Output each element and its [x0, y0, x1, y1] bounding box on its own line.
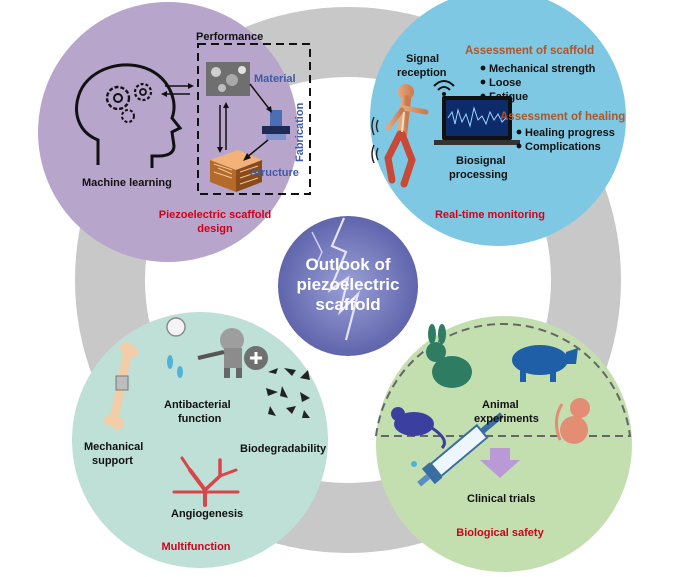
lightning-icon [327, 217, 361, 341]
biodegradability-label: Biodegradability [240, 443, 327, 455]
center-circle [278, 216, 418, 356]
fabrication-box [197, 43, 311, 195]
material-label: Material [254, 73, 296, 85]
petri-dish-icon [166, 317, 186, 337]
rabbit-icon [426, 324, 472, 388]
outer-ring [75, 7, 621, 553]
bacteria-icon [167, 355, 173, 369]
biosignal-line1: Biosignal [456, 155, 506, 167]
design-panel: Performance Material Structure Fabricati… [38, 2, 311, 262]
angiogenesis-label: Angiogenesis [171, 508, 243, 520]
fabrication-label: Fabrication [294, 102, 306, 162]
design-title-line2: design [197, 223, 233, 235]
gear-icon [133, 82, 153, 102]
scaffold-item: Fatigue [489, 91, 528, 103]
head-icon [75, 63, 183, 168]
animal-line1: Animal [482, 399, 519, 411]
clinical-trials-label: Clinical trials [467, 493, 535, 505]
mouse-icon [391, 407, 446, 450]
runner-figure [384, 84, 429, 188]
antibacterial-line1: Antibacterial [164, 399, 231, 411]
mechanical-line2: support [92, 455, 133, 467]
assessment-scaffold-label: Assessment of scaffold [465, 45, 594, 57]
safety-panel: Animal experiments Clinical trials Biolo… [375, 316, 632, 572]
scaffold-item: Mechanical strength [489, 63, 596, 75]
machine-learning-label: Machine learning [82, 177, 172, 189]
printer-icon [262, 110, 290, 140]
dome-outline [375, 322, 632, 437]
monitoring-panel: Signal reception Assessment of scaffold … [370, 0, 626, 246]
laptop-icon [434, 96, 520, 145]
center-title-line1: Outlook of [306, 255, 391, 274]
bone-icon [104, 342, 138, 430]
assessment-healing-label: Assessment of healing [500, 111, 625, 123]
safety-title: Biological safety [456, 527, 544, 539]
fragments-icon [266, 368, 310, 418]
monkey-icon [555, 398, 590, 444]
arrow-down-icon [480, 448, 520, 478]
design-title-line1: Piezoelectric scaffold [159, 209, 272, 221]
gear-icon [121, 109, 135, 123]
monitoring-title: Real-time monitoring [435, 209, 545, 221]
multifunction-circle [72, 312, 328, 568]
center-title-line3: scaffold [315, 295, 380, 314]
wifi-icon [433, 80, 455, 96]
performance-label: Performance [196, 31, 263, 43]
center-title-line2: piezoelectric [297, 275, 400, 294]
arrow-icon [219, 105, 227, 150]
vibration-icon [371, 116, 379, 164]
mechanical-line1: Mechanical [84, 441, 143, 453]
signal-reception-line2: reception [397, 67, 447, 79]
syringe-icon [417, 412, 504, 487]
pig-icon [512, 345, 578, 382]
biosignal-line2: processing [449, 169, 508, 181]
animal-line2: experiments [474, 413, 539, 425]
multifunction-title: Multifunction [161, 541, 230, 553]
structure-label: Structure [250, 167, 299, 179]
gear-icon [105, 85, 131, 111]
scaffold-item: Loose [489, 77, 521, 89]
blood-vessel-icon [172, 456, 240, 507]
knight-icon [197, 328, 268, 378]
antibacterial-line2: function [178, 413, 222, 425]
healing-item: Healing progress [525, 127, 615, 139]
center-panel: Outlook of piezoelectric scaffold [278, 216, 418, 356]
signal-reception-line1: Signal [406, 53, 439, 65]
healing-item: Complications [525, 141, 601, 153]
multifunction-panel: Antibacterial function Mechanical suppor… [72, 312, 328, 568]
